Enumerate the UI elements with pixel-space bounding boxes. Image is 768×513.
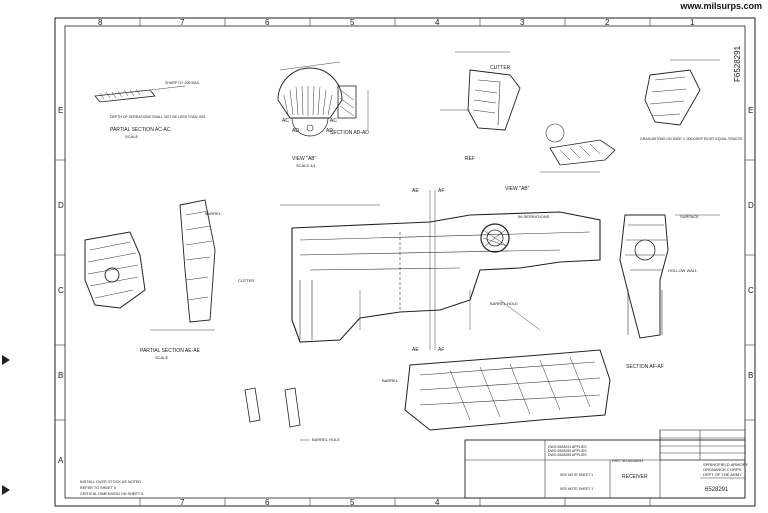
company-line-1: SPRINGFIELD ARMORY <box>703 462 748 467</box>
graduations-note: GRADUATIONS ON WIDE 4 .006 DEEP EIGHT EQ… <box>640 137 743 141</box>
mark-ac-left: AC <box>282 118 289 124</box>
col-label-6-bottom: 6 <box>265 498 270 507</box>
edge-marker-arrow-lower <box>2 485 10 495</box>
row-label-e: E <box>58 106 63 115</box>
barrel-label-lower: BARREL <box>382 378 399 383</box>
view-ab-label: VIEW "AB" <box>292 156 317 162</box>
row-label-d: D <box>58 201 64 210</box>
col-label-3: 3 <box>520 18 525 27</box>
row-label-d-right: D <box>748 201 754 210</box>
applies-2: DWG 6528290 APPLIES <box>548 449 587 453</box>
col-label-2: 2 <box>605 18 610 27</box>
see-note-1: SEE NOTE SHEET 1 <box>560 473 593 477</box>
cutter-label: CUTTER <box>490 65 511 71</box>
row-label-a: A <box>58 456 64 465</box>
col-label-1: 1 <box>690 18 695 27</box>
view-ab-main: VIEW "AB" <box>505 186 530 192</box>
row-zones: E D C B A E D C B <box>55 106 755 465</box>
drawing-number: 6528291 <box>705 487 729 493</box>
site-watermark: www.milsurps.com <box>680 1 762 11</box>
serrations-label: 56 SERRATIONS <box>518 214 550 219</box>
col-label-5-bottom: 5 <box>350 498 355 507</box>
chamfer-note: SHARP TO .005 MAX. <box>165 81 200 85</box>
col-label-8: 8 <box>98 18 103 27</box>
section-ac-label: PARTIAL SECTION AC-AC <box>110 127 171 133</box>
barrel-hole-lower: BARREL HOLE <box>312 437 340 442</box>
notes-block: INSTALL OVER STOCK AS NOTED REFER TO SHE… <box>80 480 143 496</box>
applies-3: DWG 6528289 APPLIES <box>548 453 587 457</box>
row-label-c: C <box>58 286 64 295</box>
col-label-4-bottom: 4 <box>435 498 440 507</box>
section-ae-label: PARTIAL SECTION AE-AE <box>140 348 201 354</box>
part-no-label: PART NO. <box>612 459 628 463</box>
depth-serration-note: DEPTH OF SERRATIONS SHALL NOT BE LESS TH… <box>110 115 205 119</box>
vertical-part-number: F6528291 <box>733 45 742 82</box>
note-2: REFER TO SHEET 5 <box>80 486 116 490</box>
col-label-5: 5 <box>350 18 355 27</box>
section-ad-view: AD AD AC AC SECTION AD-AD VIEW "AB" SCAL… <box>277 61 369 168</box>
view-ab-scale: SCALE 4/1 <box>296 163 317 168</box>
hollow-wall-label: HOLLOW WALL <box>668 268 698 273</box>
barrel-label-left: BARREL <box>205 211 222 216</box>
mark-af-bottom: AF <box>438 347 444 353</box>
view-ab-detail <box>540 123 616 173</box>
mark-ae-bottom: AE <box>412 347 419 353</box>
row-label-e-right: E <box>748 106 753 115</box>
col-label-6: 6 <box>265 18 270 27</box>
mark-ac-right: AC <box>330 118 337 124</box>
mark-ad-right: AD <box>326 128 333 134</box>
serration-detail: SHARP TO .005 MAX. DEPTH OF SERRATIONS S… <box>94 81 205 139</box>
cutter-detail: CUTTER REF <box>440 51 521 162</box>
row-label-b: B <box>58 371 63 380</box>
col-label-4: 4 <box>435 18 440 27</box>
applies-1: DWG 6528291 APPLIES <box>548 445 587 449</box>
ref-label: REF <box>465 156 475 162</box>
mark-af-top: AF <box>438 188 444 194</box>
drawing-title: RECEIVER <box>622 474 648 480</box>
outer-border <box>54 17 756 507</box>
upper-right-detail: GRADUATIONS ON WIDE 4 .006 DEEP EIGHT EQ… <box>640 59 743 141</box>
company-line-2: ORDNANCE CORPS <box>703 467 742 472</box>
row-label-b-right: B <box>748 371 753 380</box>
company-line-3: DEPT OF THE ARMY <box>703 472 742 477</box>
barrel-hole-label: BARREL HOLE <box>490 301 518 306</box>
barrel-section-view: BARREL <box>382 349 611 431</box>
mark-ae-top: AE <box>412 188 419 194</box>
column-zones: 8 7 6 5 4 3 2 1 7 6 5 4 <box>98 18 695 507</box>
inner-border <box>64 25 746 499</box>
cutter-label-left: CUTTER <box>238 278 254 283</box>
pin-details: BARREL HOLE <box>244 387 340 442</box>
title-block: DWG 6528291 APPLIES DWG 6528290 APPLIES … <box>464 429 748 499</box>
mark-ad-left: AD <box>292 128 299 134</box>
see-note-2: SEE NOTE SHEET 1 <box>560 487 593 491</box>
col-label-7-bottom: 7 <box>180 498 185 507</box>
section-ad-label: SECTION AD-AD <box>330 130 369 136</box>
receiver-main-view: AE AF AE AF 56 SERRATIONS BARREL HOLE VI… <box>280 186 601 353</box>
section-af-view: SURFACE HOLLOW WALL SECTION AF-AF <box>619 214 720 370</box>
surface-label: SURFACE <box>680 214 699 219</box>
section-ae-view: PARTIAL SECTION AE-AE SCALE BARREL CUTTE… <box>84 199 254 360</box>
section-ac-scale: SCALE <box>125 134 138 139</box>
section-ae-scale: SCALE <box>155 355 168 360</box>
edge-marker-arrow <box>2 355 10 365</box>
note-3: CRITICAL DIMENSION ON SHEET 5 <box>80 492 143 496</box>
section-af-label: SECTION AF-AF <box>626 364 664 370</box>
note-1: INSTALL OVER STOCK AS NOTED <box>80 480 141 484</box>
col-label-7: 7 <box>180 18 185 27</box>
row-label-c-right: C <box>748 286 754 295</box>
part-no-value: 6528291 <box>628 458 644 463</box>
